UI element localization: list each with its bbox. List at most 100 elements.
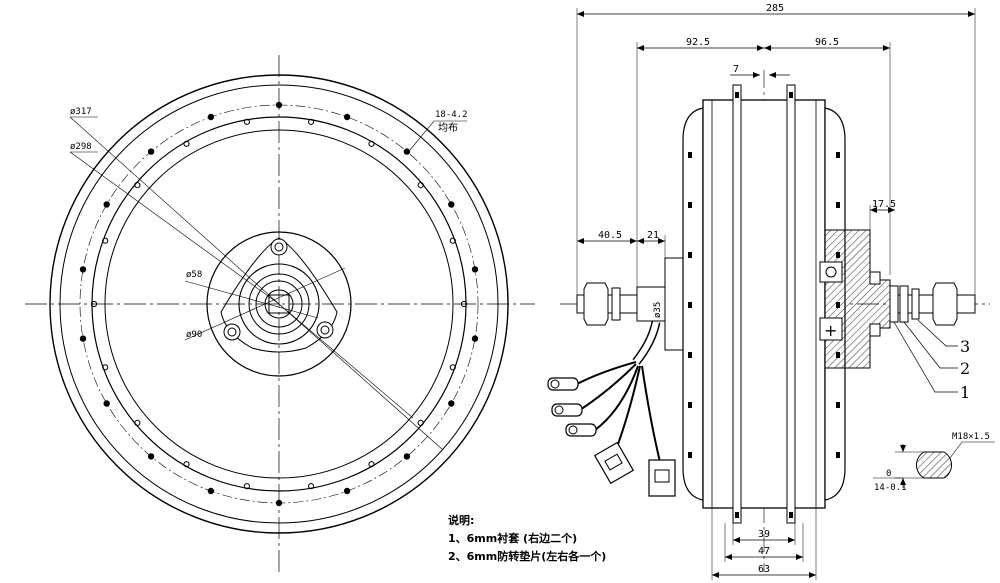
callout-line-2 bbox=[903, 321, 958, 369]
right-nut bbox=[932, 282, 958, 326]
dim-center-gap: 7 bbox=[733, 64, 739, 75]
dim-right-half: 96.5 bbox=[815, 37, 839, 48]
callout-line-3 bbox=[917, 319, 958, 347]
dim-width-39: 39 bbox=[758, 529, 770, 540]
rim-hole bbox=[343, 487, 351, 495]
seal-ring-top bbox=[869, 271, 881, 285]
flange-bolt bbox=[789, 92, 793, 98]
cover-screw bbox=[102, 237, 109, 244]
cover-screw bbox=[243, 483, 250, 490]
cover-screw bbox=[368, 461, 375, 468]
seal-ring-bottom bbox=[869, 323, 881, 337]
side-bolt bbox=[688, 202, 692, 208]
rim-flange-right bbox=[786, 84, 796, 524]
rim-hole bbox=[403, 148, 411, 155]
axle-section-detail: 0 14-0.1 M18×1.5 bbox=[873, 432, 995, 493]
rim-hole bbox=[147, 453, 155, 460]
rim-hole bbox=[103, 201, 110, 208]
right-washer bbox=[911, 288, 920, 320]
bolt-holes bbox=[79, 101, 479, 507]
leader-holes bbox=[409, 120, 467, 151]
plus-mark: + bbox=[824, 321, 837, 340]
dim-shaft-dia: ø35 bbox=[653, 302, 663, 318]
side-bolt bbox=[836, 202, 840, 208]
motor-body-left-cover bbox=[682, 107, 704, 501]
label-holes-note: 均布 bbox=[438, 122, 458, 134]
left-washer bbox=[611, 287, 621, 321]
front-view: ø317 ø298 ø58 ø90 18-4.2 均布 bbox=[25, 55, 535, 575]
dim-width-63: 63 bbox=[758, 564, 770, 575]
dim-overall: 285 bbox=[766, 3, 784, 14]
hub-circle-58 bbox=[238, 263, 320, 345]
cover-screw bbox=[90, 300, 98, 308]
rim-hole bbox=[79, 335, 87, 342]
rim-hole bbox=[448, 400, 455, 407]
side-bolt bbox=[836, 152, 840, 158]
hub-flange-circle bbox=[206, 231, 352, 377]
label-dia-58: ø58 bbox=[186, 270, 202, 280]
left-nut bbox=[583, 282, 609, 326]
leader-90 bbox=[184, 267, 346, 341]
leader-298 bbox=[69, 151, 280, 305]
cover-screw bbox=[183, 140, 190, 147]
label-dia-298: ø298 bbox=[70, 142, 92, 152]
flange-bolt bbox=[735, 512, 739, 518]
rim-hole bbox=[275, 499, 283, 507]
label-thread: M18×1.5 bbox=[952, 432, 990, 442]
side-bolt bbox=[688, 352, 692, 358]
cover-screw bbox=[134, 419, 141, 426]
side-bolt bbox=[688, 302, 692, 308]
rim-hole bbox=[103, 400, 110, 407]
drawing-notes: 说明: 1、6mm衬套 (右边二个) 2、6mm防转垫片(左右各一个) bbox=[448, 512, 606, 566]
cover-inner-circle bbox=[104, 129, 454, 479]
rim-hole bbox=[403, 453, 411, 460]
leader-298-ext bbox=[278, 303, 414, 419]
bushing-1 bbox=[889, 285, 899, 323]
axle-flat bbox=[268, 294, 290, 314]
rim-hole bbox=[471, 266, 479, 273]
cover-screw bbox=[368, 140, 375, 147]
hub-tri-boss bbox=[220, 237, 338, 353]
cover-screw bbox=[308, 483, 315, 490]
hub-screw-left bbox=[223, 323, 241, 341]
leader-thread bbox=[949, 441, 995, 459]
side-bolt bbox=[688, 252, 692, 258]
hub-circle-bearing bbox=[255, 280, 303, 328]
cover-screw bbox=[183, 461, 190, 468]
rim-inner-circle bbox=[59, 84, 499, 524]
cover-screw bbox=[417, 182, 424, 189]
callout-1: 1 bbox=[960, 383, 970, 402]
hub-screw-top bbox=[270, 238, 288, 256]
cover-outer-circle bbox=[91, 116, 467, 492]
cover-screw bbox=[308, 118, 315, 125]
dim-left-half: 92.5 bbox=[686, 37, 710, 48]
callout-2: 2 bbox=[960, 359, 970, 378]
hub-circle-inner bbox=[248, 273, 310, 335]
side-bolt bbox=[688, 402, 692, 408]
rim-hole bbox=[275, 101, 283, 109]
cover-screw bbox=[449, 237, 456, 244]
flange-bolt bbox=[789, 512, 793, 518]
rim-hole bbox=[448, 201, 455, 208]
side-view: 285 92.5 96.5 7 40.5 21 17.5 ø35 + bbox=[547, 3, 990, 580]
leader-317-ext bbox=[278, 303, 444, 451]
rim-hole bbox=[471, 335, 479, 342]
callout-3: 3 bbox=[960, 337, 970, 356]
ring-terminal-3 bbox=[565, 423, 597, 437]
cover-screw bbox=[102, 364, 109, 371]
left-cover-step bbox=[664, 257, 684, 351]
rim-hole bbox=[79, 266, 87, 273]
label-flat-top: 0 bbox=[886, 469, 891, 479]
rim-flange-left bbox=[732, 84, 742, 524]
outer-rim-circle bbox=[49, 74, 509, 534]
ring-terminal-2 bbox=[551, 403, 583, 417]
notes-title: 说明: bbox=[448, 514, 475, 527]
rim-hole bbox=[343, 113, 351, 121]
side-bolt bbox=[688, 152, 692, 158]
notes-item-2: 2、6mm防转垫片(左右各一个) bbox=[448, 550, 607, 563]
hall-connector-2 bbox=[648, 459, 676, 497]
rim-hole bbox=[207, 113, 215, 121]
callout-line-1 bbox=[893, 321, 958, 393]
cover-screw bbox=[460, 300, 468, 308]
